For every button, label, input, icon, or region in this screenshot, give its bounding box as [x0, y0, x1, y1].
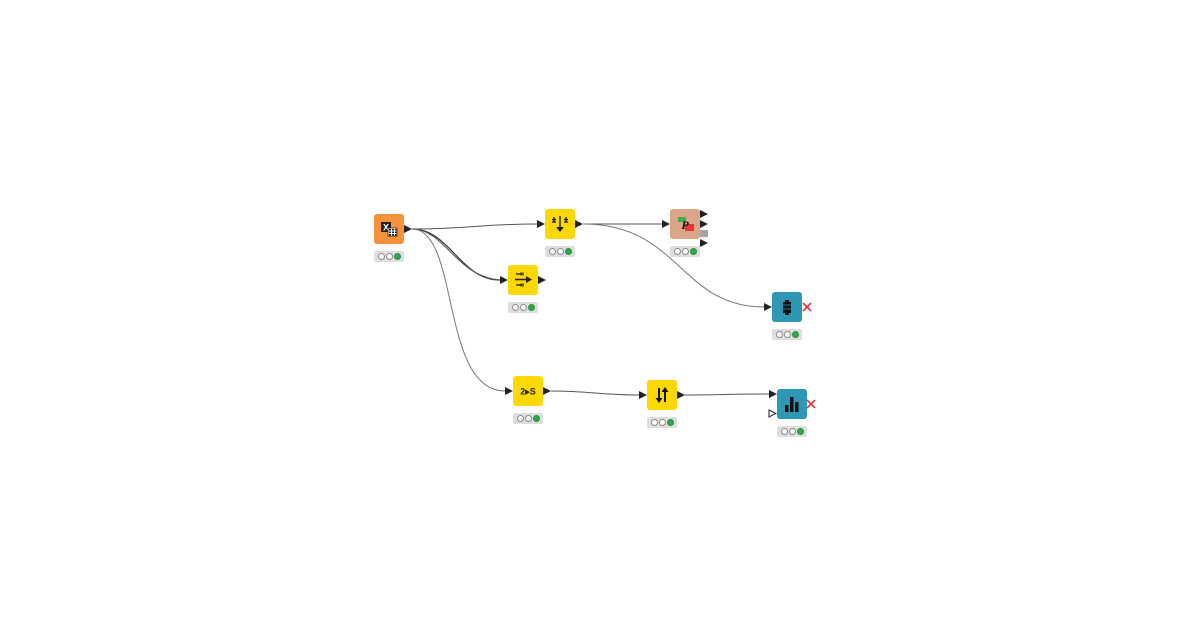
node-column-filter[interactable] — [545, 209, 575, 239]
status-traffic-light-n7 — [647, 417, 677, 428]
connection-n2-n5[interactable] — [582, 223, 765, 308]
status-light-yellow — [681, 248, 689, 255]
output-port-n4[interactable] — [538, 276, 546, 284]
status-traffic-light-n1 — [374, 251, 404, 262]
merge-arrows-icon — [515, 272, 532, 287]
status-light-red — [650, 419, 658, 426]
node-excel-reader[interactable]: X — [374, 214, 404, 244]
output-port-n6[interactable] — [543, 387, 551, 395]
node-number-to-string[interactable]: 2▸S — [513, 376, 543, 406]
status-light-yellow — [788, 428, 796, 435]
output-port-n1[interactable] — [404, 225, 412, 233]
output-port-n3-1[interactable] — [700, 210, 708, 218]
input-port-n8-optional[interactable] — [768, 409, 777, 418]
output-port-n3-2[interactable] — [700, 220, 708, 228]
status-light-yellow — [524, 415, 532, 422]
node-parameter-loop[interactable]: P — [670, 209, 700, 239]
output-port-n3-3[interactable] — [700, 239, 708, 247]
node-column-merger[interactable] — [508, 265, 538, 295]
connection-n1-n6[interactable] — [411, 228, 506, 392]
bar-chart-icon — [785, 397, 799, 412]
status-traffic-light-n8 — [777, 426, 807, 437]
filter-arrows-icon — [552, 216, 568, 232]
status-light-yellow — [556, 248, 564, 255]
connection-n1-n2[interactable] — [411, 223, 538, 230]
input-port-n4[interactable] — [500, 276, 508, 284]
status-light-green — [393, 253, 401, 260]
status-light-green — [689, 248, 697, 255]
connection-n1-n4-b[interactable] — [411, 228, 501, 281]
status-light-yellow — [783, 331, 791, 338]
node-data-view[interactable] — [772, 292, 802, 322]
svg-text:P: P — [681, 218, 689, 232]
status-traffic-light-n2 — [545, 246, 575, 257]
status-light-yellow — [658, 419, 666, 426]
loop-p-icon: P — [678, 217, 694, 232]
status-light-green — [791, 331, 799, 338]
node-bar-chart[interactable] — [777, 389, 807, 419]
number-to-string-icon: 2▸S — [520, 387, 536, 397]
output-port-n3-variable[interactable] — [700, 230, 708, 237]
status-light-red — [516, 415, 524, 422]
status-traffic-light-n3 — [670, 246, 700, 257]
sort-arrows-icon — [655, 387, 669, 403]
status-light-red — [377, 253, 385, 260]
status-traffic-light-n4 — [508, 302, 538, 313]
database-icon — [783, 300, 791, 315]
connection-n1-n4-a[interactable] — [411, 228, 501, 281]
output-port-n2[interactable] — [575, 220, 583, 228]
excel-table-icon: X — [381, 222, 398, 237]
status-light-green — [666, 419, 674, 426]
status-light-red — [780, 428, 788, 435]
error-x-icon — [806, 399, 816, 409]
output-port-n7[interactable] — [677, 391, 685, 399]
status-light-yellow — [519, 304, 527, 311]
node-sorter[interactable] — [647, 380, 677, 410]
connection-n6-n7[interactable] — [550, 390, 640, 396]
input-port-n3[interactable] — [662, 220, 670, 228]
status-light-red — [511, 304, 519, 311]
status-light-green — [532, 415, 540, 422]
status-light-red — [548, 248, 556, 255]
status-light-red — [775, 331, 783, 338]
input-port-n2[interactable] — [537, 220, 545, 228]
input-port-n6[interactable] — [505, 387, 513, 395]
input-port-n7[interactable] — [639, 391, 647, 399]
status-light-yellow — [385, 253, 393, 260]
status-light-green — [564, 248, 572, 255]
status-light-red — [673, 248, 681, 255]
input-port-n5[interactable] — [764, 303, 772, 311]
connection-n7-n8[interactable] — [684, 393, 770, 396]
svg-text:2▸S: 2▸S — [520, 387, 536, 397]
svg-text:X: X — [383, 223, 389, 233]
status-traffic-light-n6 — [513, 413, 543, 424]
status-light-green — [527, 304, 535, 311]
status-traffic-light-n5 — [772, 329, 802, 340]
status-light-green — [796, 428, 804, 435]
input-port-n8-data[interactable] — [769, 390, 777, 398]
error-x-icon — [802, 302, 812, 312]
